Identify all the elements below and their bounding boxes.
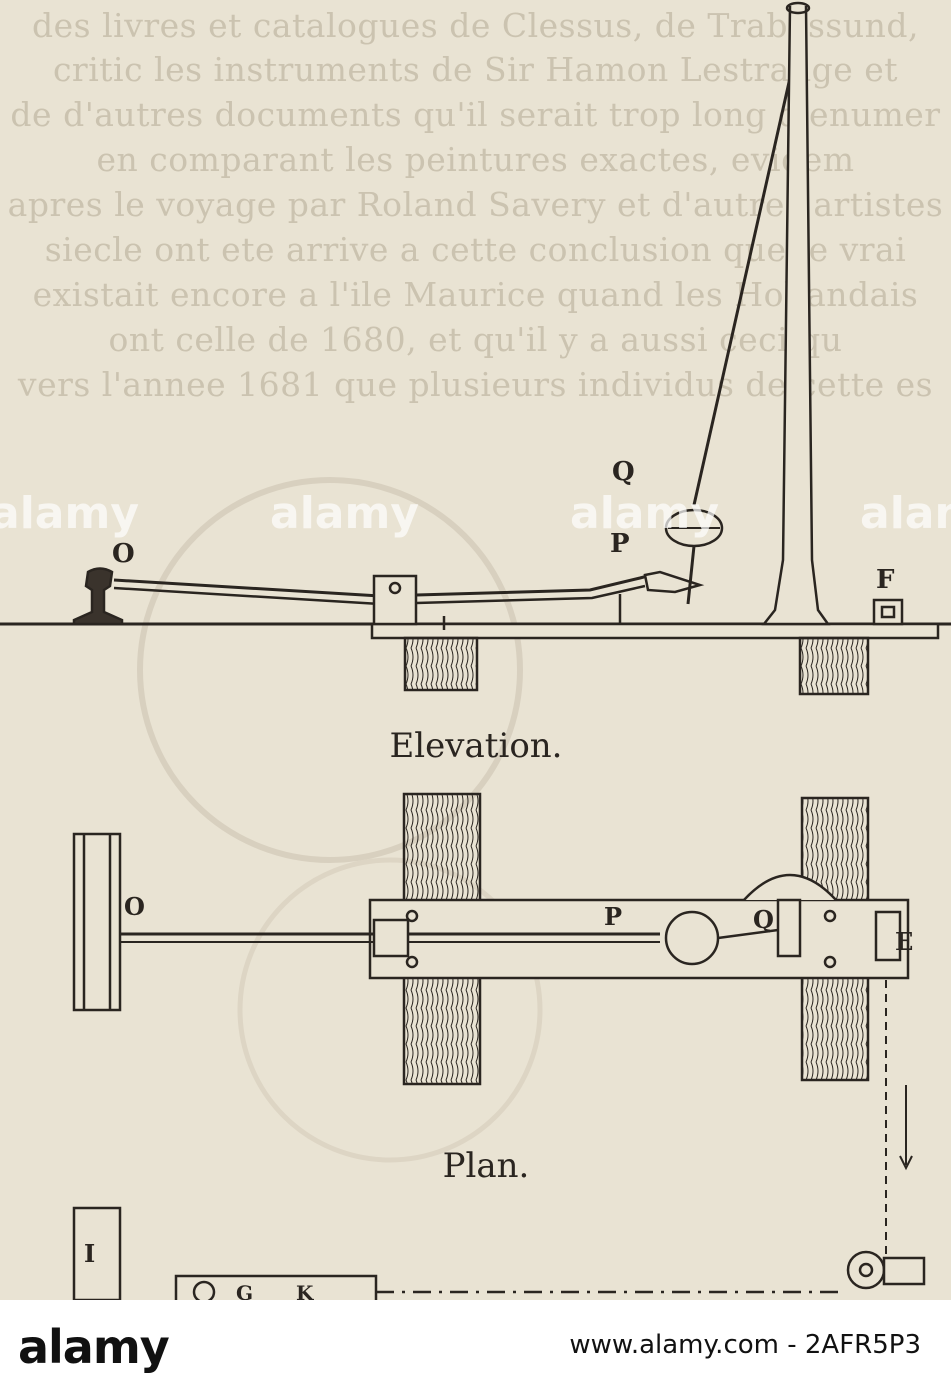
label-Q: Q xyxy=(753,905,774,934)
base-plate xyxy=(370,622,940,640)
lower-box xyxy=(174,1274,378,1300)
bleed-line: en comparant les peintures exactes, evid… xyxy=(96,140,855,179)
label-I: I xyxy=(84,1239,95,1268)
pendulum-pin xyxy=(686,545,696,605)
lower-pulley xyxy=(846,1250,886,1290)
bolt xyxy=(405,955,419,969)
alamy-logo[interactable]: alamy xyxy=(18,1320,170,1374)
plan-bracket-arch xyxy=(743,873,837,901)
plan-latch-E xyxy=(874,910,902,962)
plan-bracket xyxy=(776,898,802,958)
caption-plan: Plan. xyxy=(443,1146,530,1186)
vertical-post xyxy=(761,5,831,626)
label-F: F xyxy=(876,565,895,595)
bleed-ghost-circle xyxy=(137,477,523,863)
lower-wheel xyxy=(192,1280,216,1300)
stock-id: www.alamy.com - 2AFR5P3 xyxy=(569,1330,921,1360)
label-Q: Q xyxy=(612,457,635,487)
label-P: P xyxy=(604,902,622,931)
plan-pendulum-bob xyxy=(664,910,720,966)
sleeper-right xyxy=(798,636,870,696)
label-E: E xyxy=(895,927,913,956)
watermark-strip: alamy alamy alamy alamy xyxy=(0,488,951,548)
box-F-window xyxy=(880,605,896,619)
bleed-line: ont celle de 1680, et qu'il y a aussi ce… xyxy=(108,320,843,359)
label-K: K xyxy=(296,1281,314,1300)
pivot-pin xyxy=(388,581,402,595)
caption-elevation: Elevation. xyxy=(389,726,562,766)
bleed-line: des livres et catalogues de Clessus, de … xyxy=(32,6,919,45)
plan-rail xyxy=(72,832,122,1012)
bolt xyxy=(823,955,837,969)
pendulum-rod xyxy=(692,19,805,506)
box-F xyxy=(872,598,904,626)
bleed-line: existait encore a l'ile Maurice quand le… xyxy=(32,275,919,314)
lever-arm-lower xyxy=(113,584,646,606)
watermark-text: alamy xyxy=(860,488,951,539)
footer-bar: alamy www.alamy.com - 2AFR5P3 xyxy=(0,1300,951,1390)
bleed-line: critic les instruments de Sir Hamon Lest… xyxy=(52,50,899,89)
bleed-line: siecle ont ete arrive a cette conclusion… xyxy=(44,230,907,269)
label-O: O xyxy=(124,892,145,921)
mechanism-drawing: O P Q F Elevation. xyxy=(0,1,951,1300)
sleeper-left xyxy=(403,636,479,692)
bleed-ghost-circle xyxy=(237,857,543,1163)
watermark-text: alamy xyxy=(570,488,719,539)
label-O: O xyxy=(112,539,135,569)
label-G: G xyxy=(236,1281,253,1300)
plan-pivot xyxy=(372,918,410,958)
bolt xyxy=(405,909,419,923)
plan-view xyxy=(72,792,913,1262)
lever-tip xyxy=(643,570,705,594)
elevation-view xyxy=(0,1,951,696)
direction-arrow-head xyxy=(899,1155,913,1171)
plan-base-plate xyxy=(368,898,910,980)
lower-rail xyxy=(72,1206,122,1300)
bleed-line: vers l'annee 1681 que plusieurs individu… xyxy=(17,365,934,404)
bolt xyxy=(823,909,837,923)
lower-pulley-hub xyxy=(858,1262,874,1278)
scanned-page: des livres et catalogues de Clessus, de … xyxy=(0,0,951,1300)
label-P: P xyxy=(610,529,630,559)
post-cap xyxy=(785,1,811,15)
plan-arm xyxy=(717,928,779,940)
rail-section xyxy=(72,567,124,626)
watermark-text: alamy xyxy=(270,488,419,539)
bleed-through-text: des livres et catalogues de Clessus, de … xyxy=(0,0,951,440)
lower-bracket xyxy=(882,1256,926,1286)
watermark-text: alamy xyxy=(0,488,139,539)
lower-view xyxy=(72,1206,926,1300)
